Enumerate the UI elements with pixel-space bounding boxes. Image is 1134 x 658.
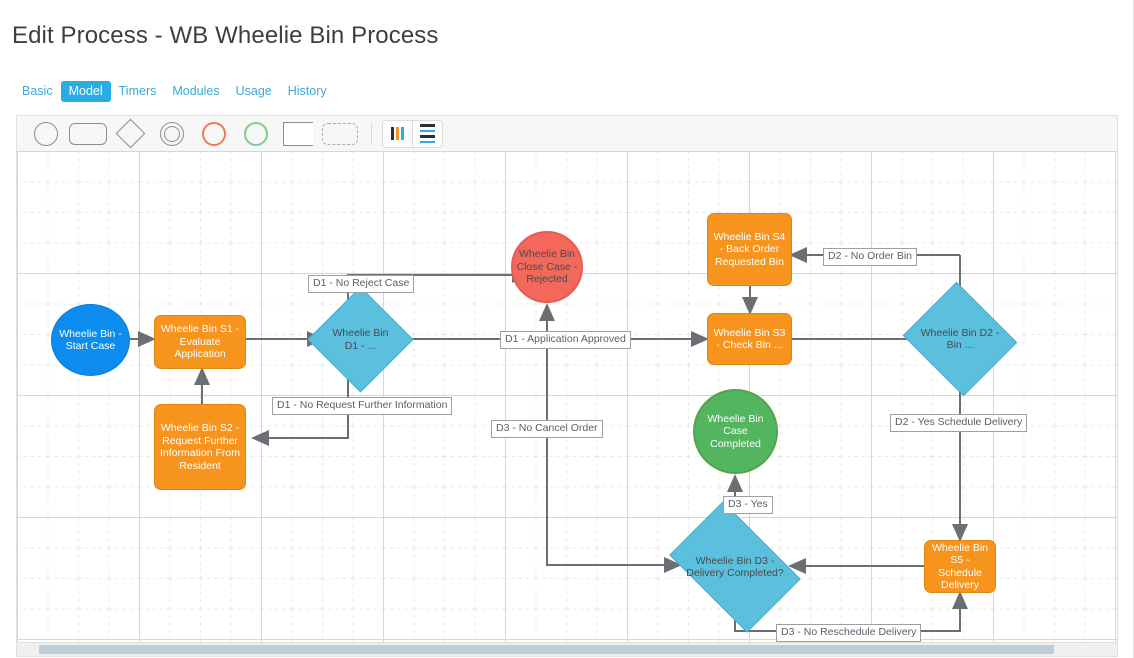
node-label: Wheelie Bin - Start Case — [59, 327, 122, 353]
edge-label-no-reject-case[interactable]: D1 - No Reject Case — [308, 275, 415, 293]
node-d2[interactable]: Wheelie Bin D2 - Bin ... — [902, 281, 1018, 397]
toolbar-divider — [371, 122, 372, 145]
columns-icon — [391, 127, 404, 140]
circle-shape-tool[interactable] — [25, 119, 67, 149]
node-s2[interactable]: Wheelie Bin S2 - Request Further Informa… — [154, 404, 246, 490]
shape-toolbar — [16, 115, 1118, 151]
node-s3[interactable]: Wheelie Bin S3 - Check Bin ... — [707, 313, 792, 365]
diamond-shape — [307, 286, 414, 393]
edge-label-application-approved[interactable]: D1 - Application Approved — [500, 331, 631, 349]
red-circle-shape-tool[interactable] — [193, 119, 235, 149]
tab-bar: Basic Model Timers Modules Usage History — [14, 81, 335, 102]
node-label: Wheelie Bin S5 - Schedule Delivery — [931, 541, 989, 592]
edge-label-no-request-further-information[interactable]: D1 - No Request Further Information — [272, 397, 453, 415]
node-label: Wheelie Bin S2 - Request Further Informa… — [160, 422, 240, 472]
node-s4[interactable]: Wheelie Bin S4 - Back Order Requested Bi… — [707, 213, 792, 286]
page-title: Edit Process - WB Wheelie Bin Process — [12, 22, 439, 49]
node-label: Wheelie Bin S1 - Evaluate Application — [160, 323, 240, 361]
node-label: Wheelie Bin Case Completed — [707, 412, 764, 450]
node-label: Wheelie Bin S3 - Check Bin ... — [713, 326, 786, 352]
tab-timers[interactable]: Timers — [118, 84, 157, 98]
tab-basic[interactable]: Basic — [22, 84, 53, 98]
node-label: Wheelie Bin S4 - Back Order Requested Bi… — [713, 230, 786, 268]
node-d1[interactable]: Wheelie Bin D1 - ... — [307, 286, 414, 393]
node-start[interactable]: Wheelie Bin - Start Case — [51, 304, 130, 376]
node-s1[interactable]: Wheelie Bin S1 - Evaluate Application — [154, 315, 246, 369]
tab-model[interactable]: Model — [60, 81, 111, 102]
bracket-shape-tool[interactable] — [277, 119, 319, 149]
node-s5[interactable]: Wheelie Bin S5 - Schedule Delivery — [924, 540, 996, 593]
process-model-canvas[interactable]: Wheelie Bin - Start Case Wheelie Bin S1 … — [16, 151, 1118, 643]
scrollbar-thumb[interactable] — [39, 645, 1054, 654]
tab-modules[interactable]: Modules — [172, 84, 220, 98]
dashed-rect-shape-tool[interactable] — [319, 119, 361, 149]
horizontal-scrollbar[interactable] — [16, 643, 1118, 657]
node-d3[interactable]: Wheelie Bin D3 - Delivery Completed? — [669, 501, 801, 633]
edge-label-d3-yes[interactable]: D3 - Yes — [723, 496, 773, 514]
view-toggle-group — [382, 119, 443, 148]
rounded-rect-shape-tool[interactable] — [67, 119, 109, 149]
tab-history[interactable]: History — [287, 84, 327, 98]
tab-usage[interactable]: Usage — [235, 84, 272, 98]
list-view-button[interactable] — [412, 120, 442, 147]
node-rejected[interactable]: Wheelie Bin Close Case - Rejected — [511, 231, 583, 303]
node-completed[interactable]: Wheelie Bin Case Completed — [693, 389, 778, 474]
list-icon — [420, 124, 435, 143]
diamond-shape-tool[interactable] — [109, 118, 151, 149]
double-circle-shape-tool[interactable] — [151, 119, 193, 149]
edge-label-no-cancel-order[interactable]: D3 - No Cancel Order — [491, 420, 603, 438]
edge-label-no-reschedule-delivery[interactable]: D3 - No Reschedule Delivery — [776, 624, 922, 642]
edge-label-yes-schedule-delivery[interactable]: D2 - Yes Schedule Delivery — [890, 414, 1028, 432]
columns-view-button[interactable] — [383, 120, 412, 147]
node-label: Wheelie Bin Close Case - Rejected — [516, 248, 578, 286]
green-circle-shape-tool[interactable] — [235, 119, 277, 149]
edge-label-no-order-bin[interactable]: D2 - No Order Bin — [823, 248, 918, 266]
